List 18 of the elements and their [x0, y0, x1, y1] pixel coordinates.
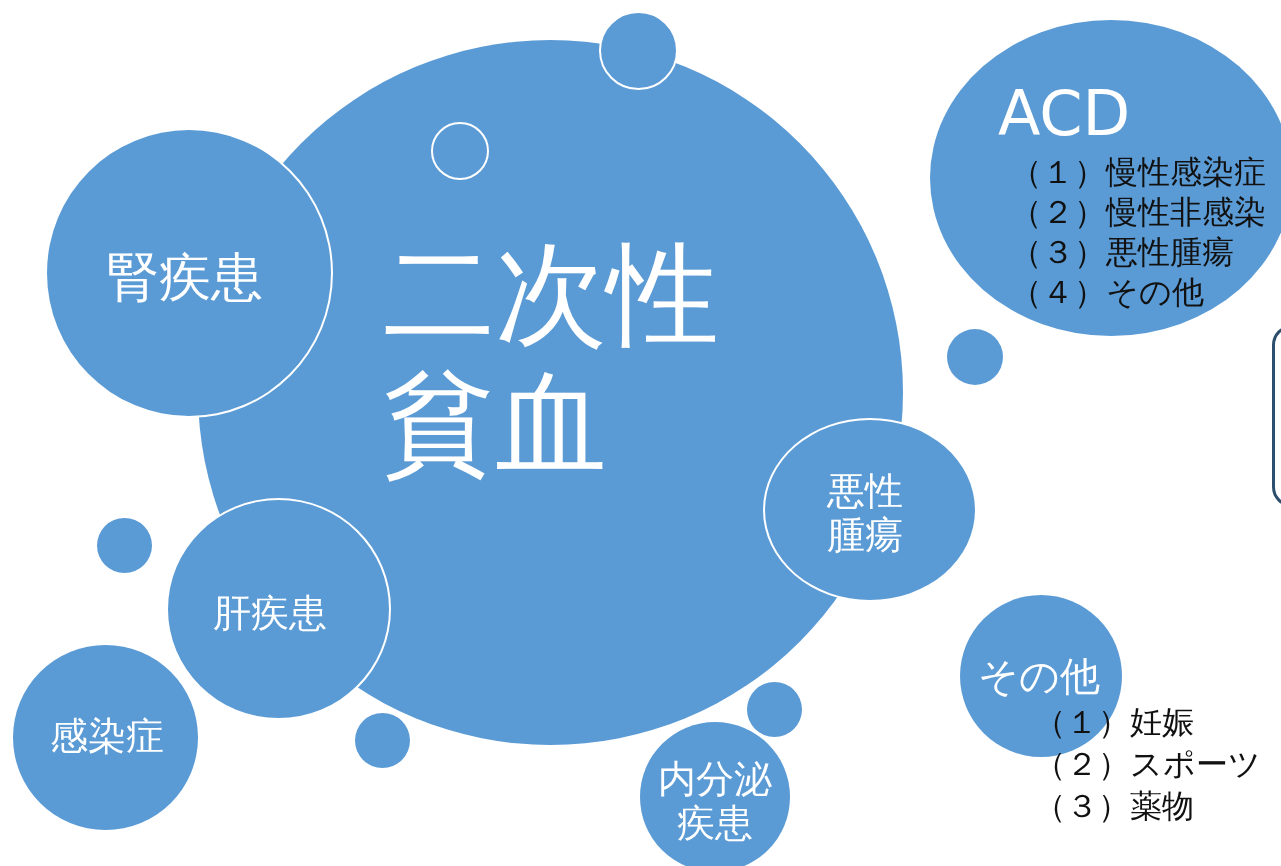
bubble-title: 悪性腫瘍 [827, 470, 904, 558]
list-item: （３）薬物 [1034, 787, 1194, 826]
circle [97, 518, 152, 573]
list-item: （４）その他 [1010, 273, 1204, 312]
circle [355, 713, 410, 768]
bubble-title: 二次性貧血 [383, 230, 720, 488]
list-item: （２）慢性非感染 [1010, 193, 1266, 232]
circle [431, 122, 489, 180]
circle [947, 329, 1003, 385]
bubble-title: 肝疾患 [213, 592, 327, 636]
bubble-title: 内分泌疾患 [657, 758, 773, 846]
bubble-title: 腎疾患 [107, 248, 263, 308]
list-item: （１）慢性感染症 [1010, 153, 1266, 192]
list-item: （２）スポーツ [1034, 745, 1261, 784]
list-item: （３）悪性腫瘍 [1010, 233, 1234, 272]
bubble-title: 感染症 [50, 715, 164, 759]
bubble-title: ACD [998, 78, 1131, 150]
bubble-title: その他 [978, 653, 1100, 699]
